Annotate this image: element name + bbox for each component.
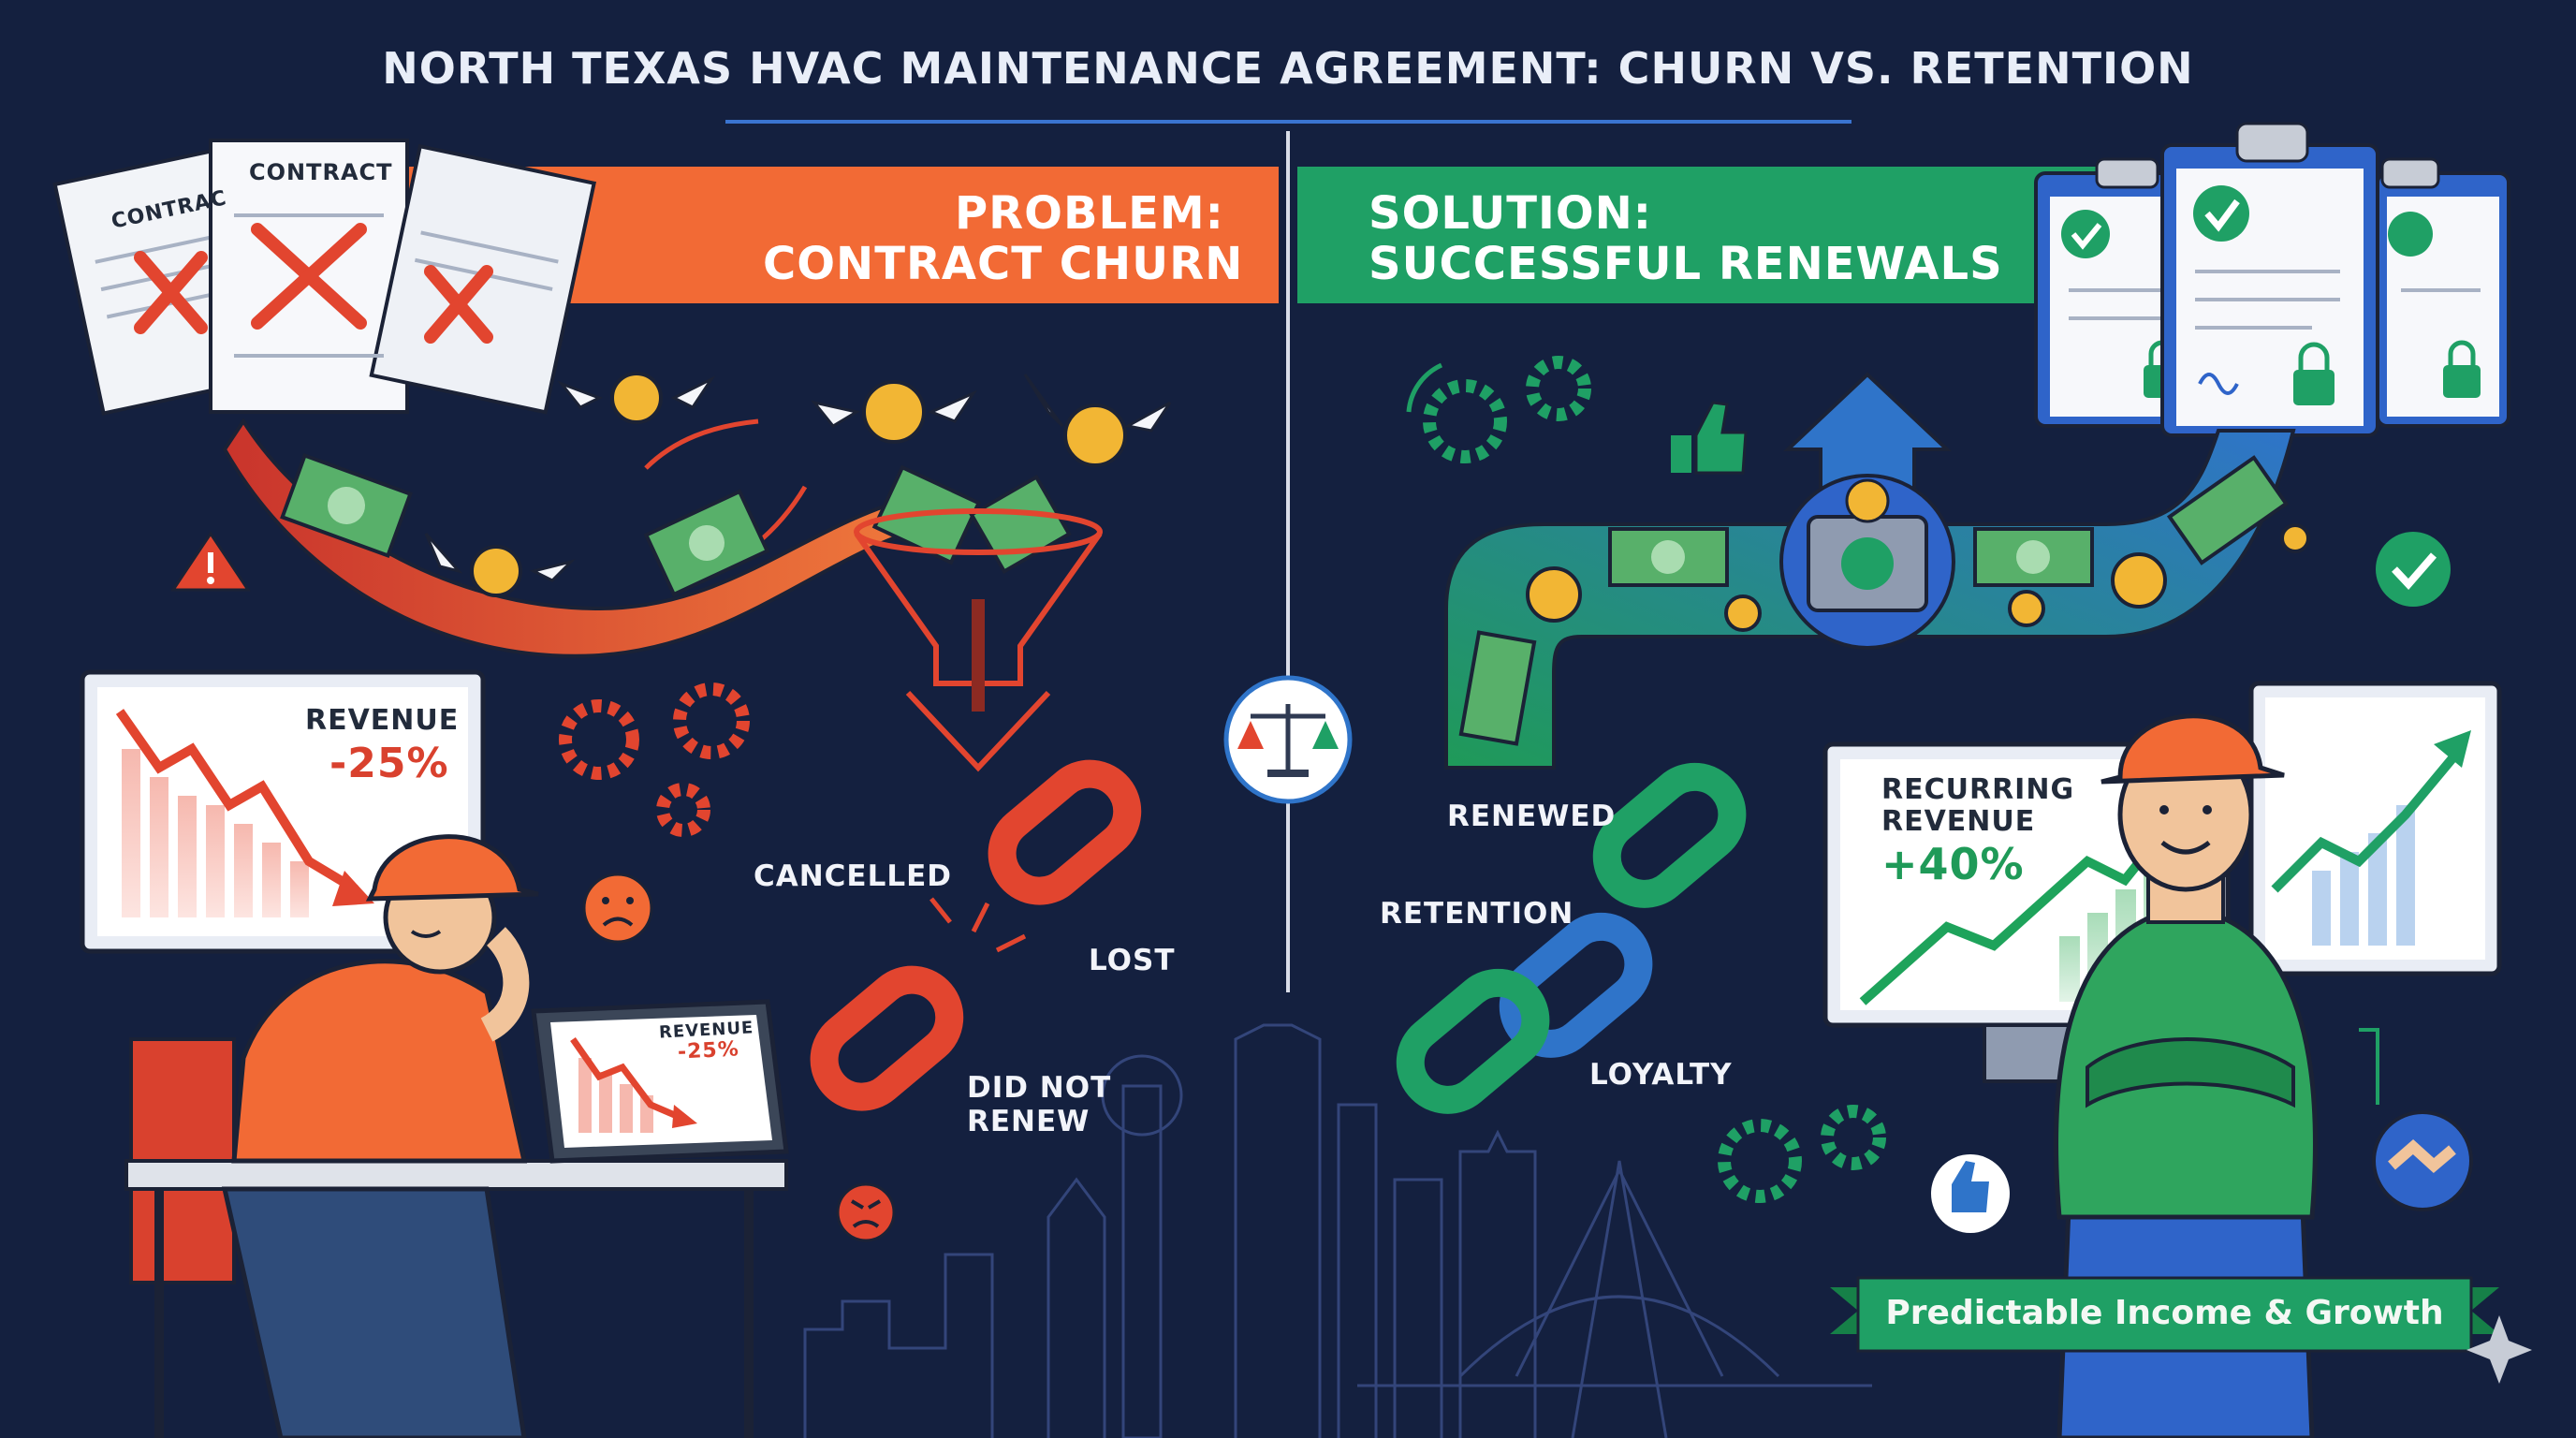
coin-icon [470,372,1127,597]
problem-subheading: CONTRACT CHURN [763,238,1244,290]
check-icon [2376,532,2451,607]
falling-line [115,709,359,894]
skyline-icon [803,1023,1872,1438]
page-title: NORTH TEXAS HVAC MAINTENANCE AGREEMENT: … [382,43,2194,94]
broken-chain-icon [810,759,1142,1111]
chain-label-did-not: DID NOT [967,1071,1112,1105]
revenue-label: REVENUE [305,704,460,737]
tablet-revenue-value: -25% [677,1037,740,1064]
scale-icon [1223,675,1353,804]
loss-arrow [644,418,759,470]
gear-icon [1423,356,1886,1203]
solution-heading: SOLUTION: [1368,187,1652,240]
thumbs-up-icon [1931,1154,2010,1233]
footer-ribbon-text: Predictable Income & Growth [1885,1294,2444,1332]
torn-contracts [52,139,596,416]
problem-heading: PROBLEM: [955,187,1224,240]
lock-icon [2293,342,2334,405]
footer-ribbon [1830,1276,2499,1353]
tablet [531,999,789,1164]
warning-icon [170,531,251,592]
hard-hat [2100,713,2285,785]
stressed-technician [124,834,788,1438]
x-mark-icon [134,223,493,344]
cash-icon [1458,455,2290,746]
chain-label-renewed: RENEWED [1447,800,1617,833]
clipboard [2160,122,2379,437]
hard-hat [365,834,539,902]
chain-label-retention: RETENTION [1380,897,1574,931]
sparkle-icon [2466,1315,2532,1384]
falling-bars [122,749,309,917]
recurring-revenue-label-2: REVENUE [1881,805,2036,838]
safe-icon [1779,474,1955,650]
chain-label-lost: LOST [1089,944,1176,977]
recurring-revenue-label-1: RECURRING [1881,773,2075,806]
renewed-contracts [2034,122,2510,437]
solution-subheading: SUCCESSFUL RENEWALS [1368,238,2003,290]
sad-face-icon [582,873,653,944]
clipboard [2376,157,2510,428]
contract-label: CONTRACT [249,159,393,185]
chain-label-renew: RENEW [967,1105,1090,1138]
thumbs-up-icon [1671,401,1748,475]
wing-icon [424,374,1172,582]
solution-banner [1297,167,2112,303]
lock-icon [2443,340,2481,398]
revenue-value: -25% [329,740,449,787]
funnel-icon [854,508,1103,772]
gear-icon [559,682,750,837]
chain-icon [1396,762,1747,1114]
angry-face-icon [836,1182,896,1242]
chain-label-cancelled: CANCELLED [754,859,953,893]
chain-label-loyalty: LOYALTY [1589,1058,1733,1092]
handshake-icon [2372,1110,2473,1211]
churn-flow [222,418,940,658]
recurring-revenue-value: +40% [1881,839,2025,889]
coin-icon [1526,523,2310,632]
growth-monitor-back [2248,681,2502,976]
